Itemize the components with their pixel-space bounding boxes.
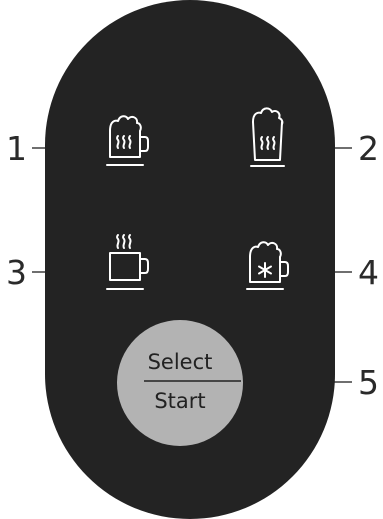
callout-number-5: 5 (358, 363, 379, 402)
latte-glass-icon[interactable] (250, 107, 285, 167)
callout-number-2: 2 (358, 129, 379, 168)
select-start-button[interactable]: Select Start (117, 320, 243, 446)
callout-number-4: 4 (358, 253, 379, 292)
frothy-milk-mug-icon[interactable] (106, 115, 149, 166)
select-label: Select (148, 350, 213, 374)
start-label: Start (154, 389, 205, 413)
iced-coffee-mug-icon[interactable] (246, 241, 289, 290)
steaming-coffee-cup-icon[interactable] (106, 234, 149, 290)
callout-number-3: 3 (6, 253, 27, 292)
callout-number-1: 1 (6, 129, 27, 168)
